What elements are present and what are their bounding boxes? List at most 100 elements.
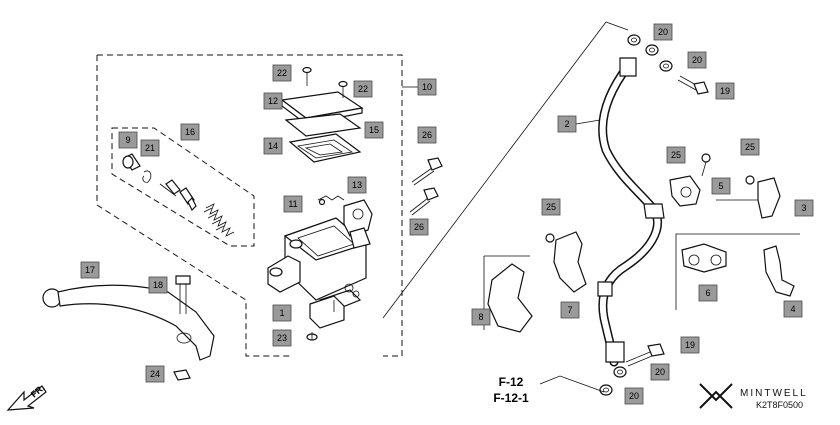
sealing-washer-top-3 xyxy=(659,60,673,72)
callout-number: 22 xyxy=(358,84,368,94)
callout-c14[interactable]: 14 xyxy=(263,137,283,155)
brake-lever xyxy=(42,284,215,361)
callout-number: 15 xyxy=(369,125,379,135)
callout-box xyxy=(283,195,303,213)
callout-number: 3 xyxy=(801,203,806,213)
callout-number: 25 xyxy=(546,202,556,212)
callout-number: 26 xyxy=(422,130,432,140)
cap-screw-right xyxy=(338,80,348,98)
diaphragm-plate xyxy=(284,113,362,137)
callout-number: 25 xyxy=(745,142,755,152)
callout-box xyxy=(698,284,718,302)
callout-c17[interactable]: 17 xyxy=(80,261,100,279)
callout-box xyxy=(740,138,760,156)
callout-number: 25 xyxy=(671,150,681,160)
callout-box xyxy=(263,92,283,110)
callout-number: 7 xyxy=(567,305,572,315)
callout-c7[interactable]: 7 xyxy=(560,301,580,319)
callout-c5[interactable]: 5 xyxy=(711,177,731,195)
callout-c22a[interactable]: 22 xyxy=(272,64,292,82)
callout-box xyxy=(364,121,384,139)
callout-box xyxy=(272,329,292,347)
callout-c19a[interactable]: 19 xyxy=(715,82,735,100)
callout-number: 20 xyxy=(629,391,639,401)
callout-number: 18 xyxy=(153,280,163,290)
brand-logo-icon xyxy=(699,383,733,409)
callout-number: 9 xyxy=(125,135,130,145)
callout-c2[interactable]: 2 xyxy=(557,115,577,133)
pivot-bolt xyxy=(175,275,191,314)
reference-f12[interactable]: F-12 xyxy=(499,375,524,389)
callout-box xyxy=(409,218,429,236)
brake-hose xyxy=(597,57,665,367)
callout-box xyxy=(148,276,168,294)
callout-c20b[interactable]: 20 xyxy=(687,51,707,69)
callout-number: 13 xyxy=(352,180,362,190)
callout-box xyxy=(680,336,700,354)
callout-number: 20 xyxy=(692,55,702,65)
pivot-nut xyxy=(173,369,191,381)
callout-c18[interactable]: 18 xyxy=(148,276,168,294)
callout-c24[interactable]: 24 xyxy=(145,365,165,383)
callout-c26b[interactable]: 26 xyxy=(409,218,429,236)
callout-c25a[interactable]: 25 xyxy=(666,146,686,164)
callout-box xyxy=(417,78,437,96)
diagram-code: K2T8F0500 xyxy=(756,400,803,410)
callout-c3[interactable]: 3 xyxy=(794,199,814,217)
brake-light-switch xyxy=(309,295,345,329)
leader-2 xyxy=(575,119,601,125)
oil-bolt-top xyxy=(677,75,709,95)
callout-number: 19 xyxy=(720,86,730,96)
callout-c23[interactable]: 23 xyxy=(272,329,292,347)
callout-c11[interactable]: 11 xyxy=(283,195,303,213)
callout-box xyxy=(794,199,814,217)
callout-c9[interactable]: 9 xyxy=(118,131,138,149)
callout-c16[interactable]: 16 xyxy=(180,123,200,141)
callout-c20a[interactable]: 20 xyxy=(653,23,673,41)
callout-c25b[interactable]: 25 xyxy=(740,138,760,156)
callout-number: 16 xyxy=(185,127,195,137)
callout-box xyxy=(557,115,577,133)
callout-c12[interactable]: 12 xyxy=(263,92,283,110)
callout-box xyxy=(666,146,686,164)
callout-c26a[interactable]: 26 xyxy=(417,126,437,144)
callout-c20c[interactable]: 20 xyxy=(650,363,670,381)
callout-c13[interactable]: 13 xyxy=(347,176,367,194)
holder-bolt-upper xyxy=(411,157,443,186)
callout-c15[interactable]: 15 xyxy=(364,121,384,139)
sealing-washer-bottom-1 xyxy=(613,366,627,378)
callout-box xyxy=(353,80,373,98)
callout-c8[interactable]: 8 xyxy=(471,308,491,326)
reference-f12-1[interactable]: F-12-1 xyxy=(493,391,529,405)
callout-number: 5 xyxy=(718,181,723,191)
callout-c4[interactable]: 4 xyxy=(783,300,803,318)
brand-name: MINTWELL xyxy=(740,388,808,399)
piston-kit-frame xyxy=(111,127,255,247)
callout-box xyxy=(783,300,803,318)
callout-c1[interactable]: 1 xyxy=(272,304,292,322)
callout-c20d[interactable]: 20 xyxy=(624,387,644,405)
callout-c6[interactable]: 6 xyxy=(698,284,718,302)
piston-rod xyxy=(159,179,197,212)
callout-box xyxy=(624,387,644,405)
callout-c10[interactable]: 10 xyxy=(417,78,437,96)
diaphragm xyxy=(288,133,362,163)
hose-stay-3 xyxy=(716,175,781,219)
hose-clamp-5 xyxy=(669,153,711,207)
callout-c21[interactable]: 21 xyxy=(140,139,160,157)
hose-clamp-6 xyxy=(681,243,727,273)
cap-screw-left xyxy=(302,66,312,86)
master-cylinder-frame xyxy=(96,54,403,357)
piston-boot xyxy=(122,153,141,171)
callout-number: 22 xyxy=(277,68,287,78)
callout-c25c[interactable]: 25 xyxy=(541,198,561,216)
callout-number: 26 xyxy=(414,222,424,232)
callout-box xyxy=(80,261,100,279)
hose-clamp-7 xyxy=(545,231,587,293)
callout-c22b[interactable]: 22 xyxy=(353,80,373,98)
callout-number: 24 xyxy=(150,369,160,379)
callout-box xyxy=(650,363,670,381)
callout-c19b[interactable]: 19 xyxy=(680,336,700,354)
callout-number: 17 xyxy=(85,265,95,275)
